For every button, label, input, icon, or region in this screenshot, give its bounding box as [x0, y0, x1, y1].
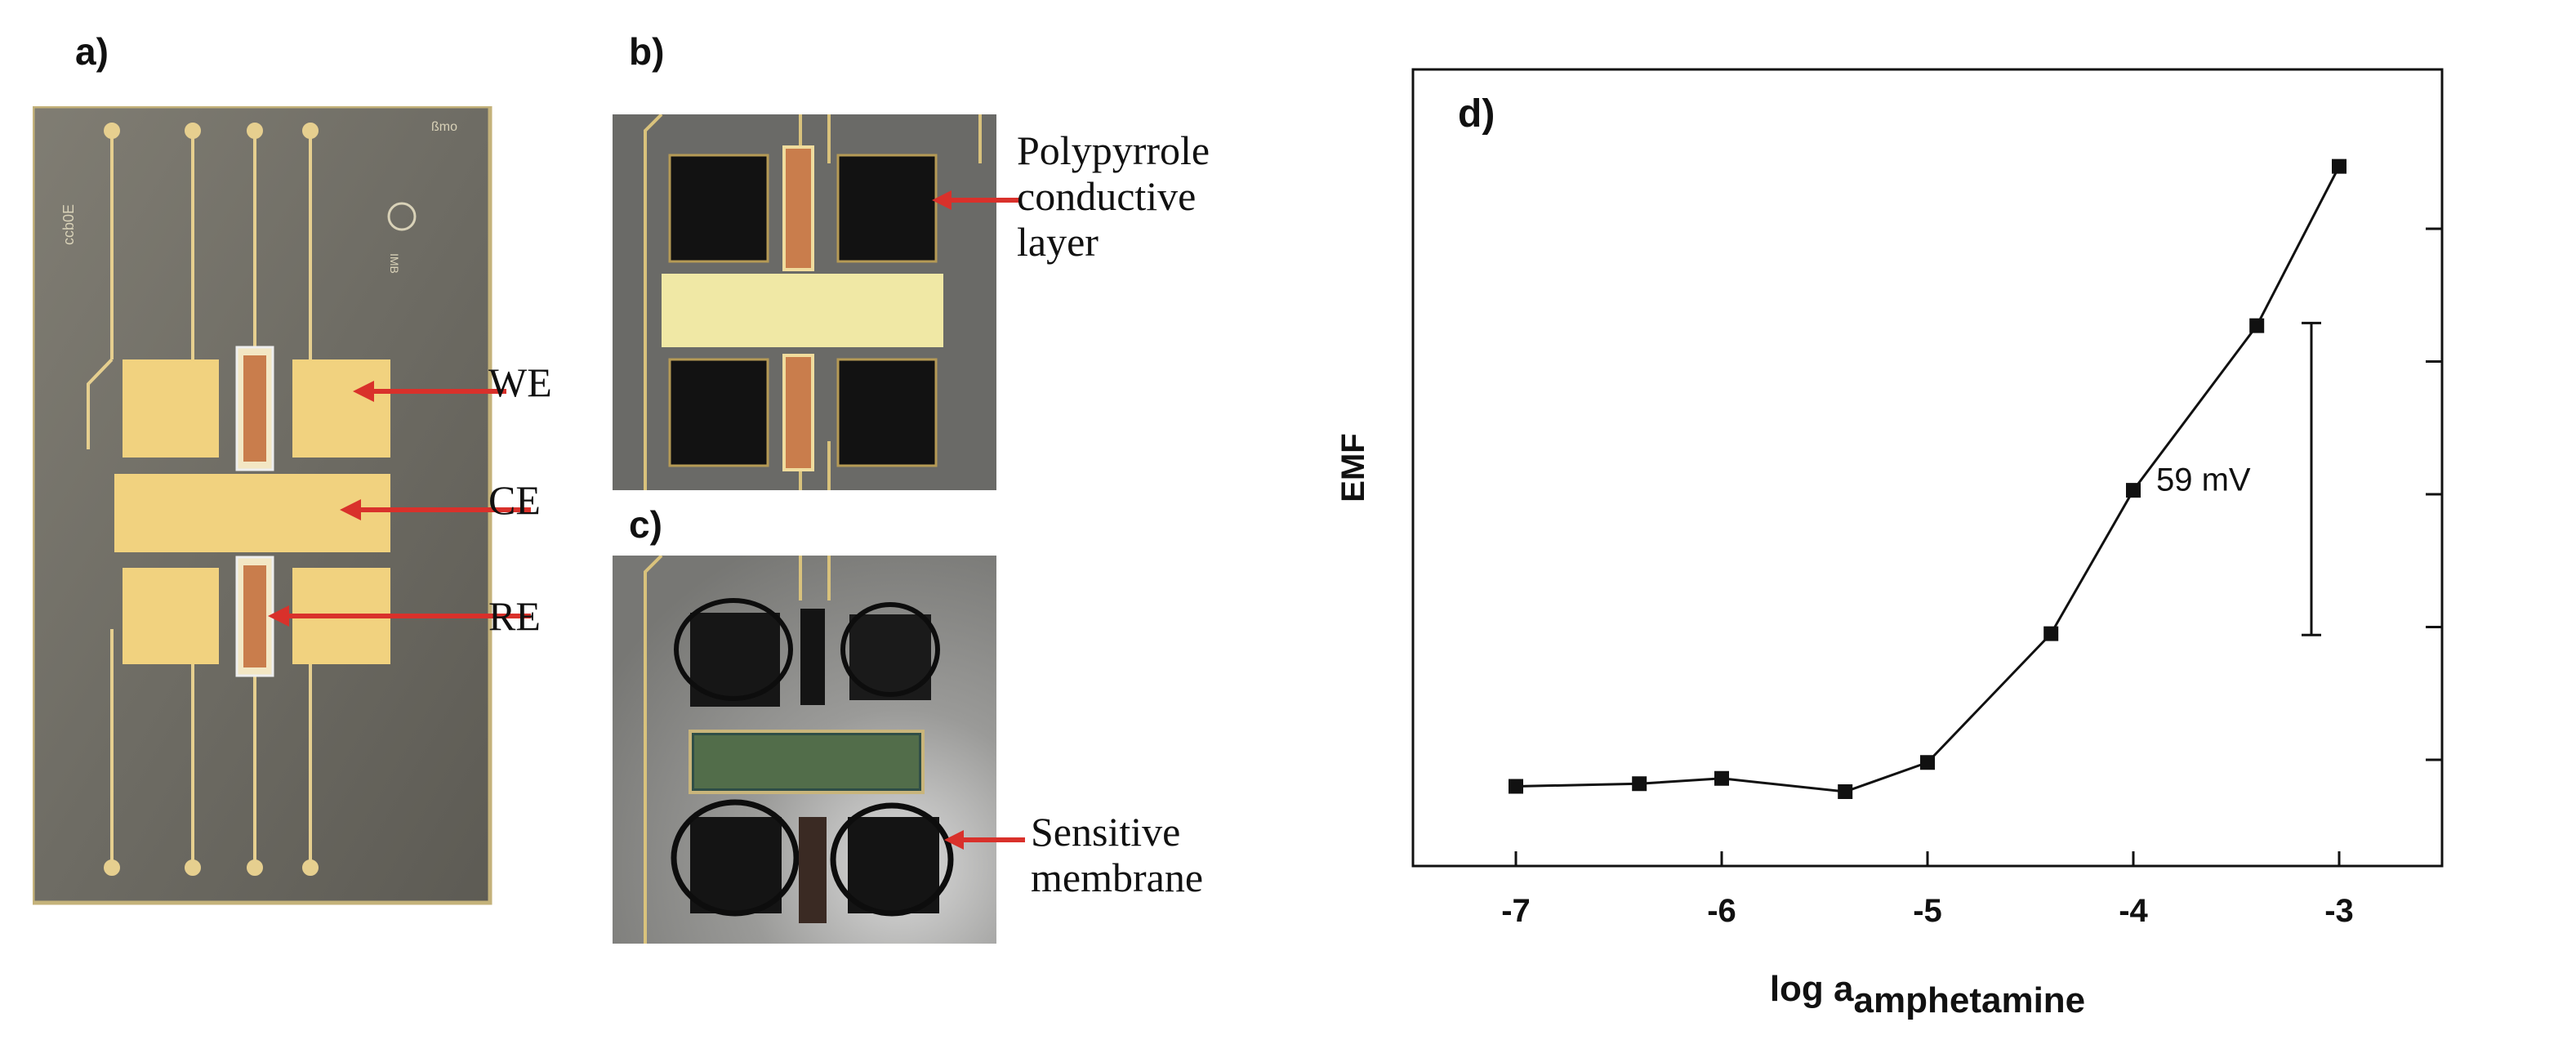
- data-point: [1509, 779, 1523, 794]
- arrow-sensitive-membrane: [944, 830, 1025, 850]
- y-axis-ticks: [2426, 227, 2442, 761]
- sensitive-membrane-annotation: Sensitive membrane: [1031, 809, 1203, 900]
- chip-logo-text: IMB: [388, 253, 401, 274]
- we-pad-left: [123, 359, 219, 458]
- re-label: RE: [488, 593, 541, 639]
- panel-c-label: c): [629, 503, 662, 546]
- data-point: [1714, 770, 1729, 786]
- strip-bottom: [799, 817, 827, 923]
- polypyrrole-annotation-line-3: layer: [1017, 219, 1099, 265]
- data-point: [1838, 784, 1853, 799]
- plot-frame: [1411, 68, 2444, 868]
- panel-a-label: a): [75, 30, 109, 73]
- data-point: [2126, 483, 2141, 498]
- polypyrrole-annotation-line-2: conductive: [1017, 173, 1197, 219]
- emf-chart: d) -7 -6 -5 -4 -3 59 mV EMF log aamphetamine: [1335, 68, 2444, 1020]
- x-tick-label: -5: [1913, 893, 1942, 929]
- polypyrrole-annotation: Polypyrrole conductive layer: [1017, 127, 1210, 265]
- x-tick-label: -6: [1707, 893, 1736, 929]
- polypyrrole-strip-bottom: [782, 354, 814, 471]
- panel-c-photo: [613, 556, 996, 944]
- re-polypyrrole: [243, 565, 266, 667]
- data-point: [2332, 158, 2346, 174]
- we-label: WE: [488, 359, 552, 405]
- arrow-polypyrrole: [932, 190, 1021, 210]
- x-tick-label: -7: [1501, 893, 1531, 929]
- we-pad-right: [292, 359, 390, 458]
- gold-bar-center: [662, 274, 943, 347]
- panel-a-chip-photo: ßmo ccb0E IMB: [33, 106, 531, 905]
- x-axis-label-main: log a: [1770, 969, 1854, 1009]
- data-point: [2249, 318, 2265, 333]
- re-pad-left: [123, 568, 219, 664]
- x-axis-label-subscript: amphetamine: [1854, 980, 2086, 1020]
- pad-black-bottom-right: [836, 358, 938, 467]
- scale-bar-label: 59 mV: [2156, 462, 2251, 498]
- x-axis-label: log aamphetamine: [1770, 969, 2085, 1020]
- scale-bar: [2302, 321, 2321, 636]
- y-axis-label: EMF: [1335, 433, 1371, 502]
- ce-label: CE: [488, 477, 541, 523]
- chip-mark-side: ccb0E: [60, 204, 77, 245]
- series-markers: [1509, 158, 2346, 799]
- panel-d-label: d): [1458, 92, 1495, 136]
- sensitive-annotation-line-2: membrane: [1031, 855, 1204, 900]
- x-axis-ticks: -7 -6 -5 -4 -3: [1501, 851, 2354, 929]
- pad-black-top-left: [668, 154, 769, 263]
- we-polypyrrole: [243, 355, 266, 462]
- arrows-panel-a: [268, 381, 531, 627]
- pad-black-bottom-left: [668, 358, 769, 467]
- membrane-bottom-left: [690, 817, 782, 913]
- ce-bar: [114, 474, 390, 552]
- panel-b-label: b): [629, 30, 665, 73]
- data-point: [1920, 755, 1935, 770]
- pad-black-top-right: [836, 154, 938, 263]
- polypyrrole-annotation-line-1: Polypyrrole: [1017, 127, 1210, 173]
- sensitive-annotation-line-1: Sensitive: [1031, 809, 1181, 855]
- strip-top: [800, 609, 825, 705]
- membrane-bottom-right: [848, 817, 939, 913]
- polypyrrole-strip-top: [782, 145, 814, 271]
- data-point: [2043, 626, 2059, 641]
- chip-mark-top: ßmo: [431, 120, 457, 134]
- chip-logo: [387, 202, 417, 231]
- x-tick-label: -4: [2119, 893, 2148, 929]
- x-tick-label: -3: [2324, 893, 2354, 929]
- data-point: [1632, 776, 1647, 792]
- panel-b-photo: [613, 114, 996, 490]
